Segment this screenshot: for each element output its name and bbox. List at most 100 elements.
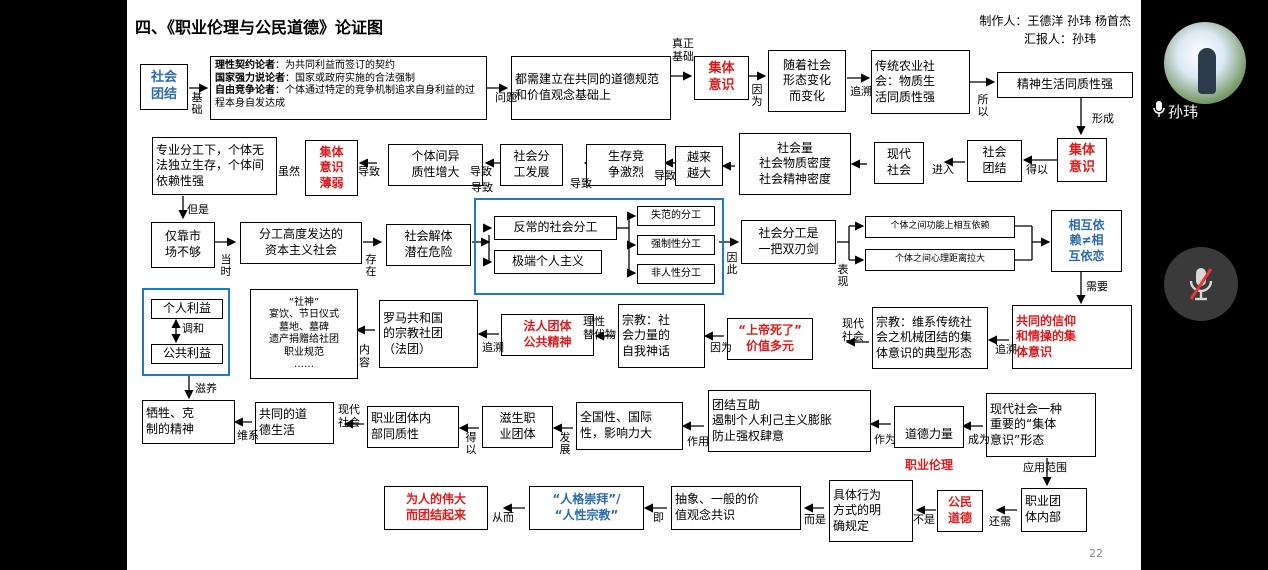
slide: 四、《职业伦理与公民道德》论证图 制作人：王德洋 孙玮 杨首杰 汇报人：孙玮 — [127, 0, 1141, 570]
label-maintain: 维系 — [236, 430, 260, 442]
node-collective-form: 现代社会一种 重要的“集体 意识”形态 — [986, 393, 1096, 457]
node-professional-groups: 滋生职 业团体 — [482, 406, 553, 448]
node-modern-society: 现代 社会 — [874, 142, 924, 184]
label-effect: 作用 — [686, 436, 710, 448]
label-as: 作为 — [873, 434, 897, 446]
mute-toggle-button[interactable] — [1164, 247, 1238, 321]
video-panel: 孙玮 — [1141, 0, 1268, 570]
node-religion-myth: 宗教：社 会力量的 自我神话 — [618, 304, 705, 368]
node-civic-morality: 公民 道德 — [937, 490, 983, 532]
label-because-2: 因为 — [709, 342, 733, 354]
node-traditional-agrarian: 传统农业社 会：物质生 活同质性强 — [871, 50, 970, 114]
label-forms: 形成 — [1092, 113, 1114, 126]
node-anomic-division: 反常的社会分工 — [494, 216, 617, 240]
node-profession-inner: 职业团 体内部 — [1021, 488, 1087, 532]
label-trace: 追溯 — [849, 86, 873, 98]
node-common-belief: 共同的信仰 和情操的集 体意识 — [1012, 305, 1132, 369]
node-psychological-distance: 个体之间心理距离拉大 — [865, 249, 1015, 271]
label-real-basis: 真正 基础 — [672, 38, 694, 63]
label-namely: 即 — [653, 512, 664, 525]
node-moral-force: 道德力量 职业伦理 — [894, 406, 964, 448]
node-human-worship: “人格崇拜”/ “人性宗教” — [529, 486, 644, 530]
label-nourish: 滋养 — [195, 383, 217, 396]
label-but-rather: 而是 — [804, 514, 826, 527]
label-content: 内 容 — [359, 344, 370, 369]
node-collective-weak: 集体 意识 薄弱 — [305, 140, 358, 196]
node-abstract-values: 抽象、一般的价 值观念共识 — [671, 486, 801, 530]
participant-name: 孙玮 — [1168, 101, 1198, 122]
node-collective-consciousness-1: 集体 意识 — [694, 56, 749, 100]
label-coordinate: 调和 — [182, 323, 204, 336]
node-god-is-dead: “上帝死了” 价值多元 — [727, 318, 813, 360]
node-nationwide-influence: 全国性、国际 性，影响力大 — [576, 402, 683, 450]
node-spiritual-homogeneity: 精神生活同质性强 — [997, 72, 1133, 98]
node-solidarity-mutual-aid: 团结互助 遏制个人利己主义膨胀 防止强权肆意 — [708, 390, 871, 452]
label-trace-3: 追溯 — [481, 342, 505, 354]
page-number: 22 — [1089, 547, 1103, 560]
label-lead: 导致 — [470, 166, 492, 179]
node-changes-with-society: 随着社会 形态变化 而变化 — [768, 50, 846, 112]
label-problem: 问题 — [493, 92, 519, 104]
label-enter: 进入 — [932, 164, 954, 177]
node-collegia-items: “社神” 宴饮、节日仪式 墓地、墓碑 遗产捐赠给社团 职业规范 …… — [250, 289, 358, 379]
microphone-muted-icon — [1187, 265, 1215, 307]
label-lead: 导致 — [358, 166, 380, 179]
participant-avatar[interactable] — [1164, 22, 1246, 104]
theory-line: 国家强力说论者：国家或政府实施的合法强制 — [215, 73, 482, 86]
label-manifest: 表现 — [837, 264, 849, 288]
label-need: 需要 — [1086, 281, 1108, 294]
node-disintegration-danger: 社会解体 潜在危险 — [386, 224, 471, 266]
node-bigger-and-bigger: 越来 越大 — [675, 146, 723, 186]
node-unite-for-humanity: 为人的伟大 而团结起来 — [384, 486, 488, 530]
label-modern-society: 现代 社会 — [842, 318, 864, 343]
node-nonpersonal-division: 非人性分工 — [637, 264, 715, 284]
moral-force-label: 道德力量 — [898, 427, 960, 443]
label-thus-2: 得以 — [465, 432, 477, 456]
label-lead: 导致 — [570, 178, 592, 191]
node-social-volume: 社会量 社会物质密度 社会精神密度 — [739, 133, 851, 195]
label-lead: 导致 — [471, 182, 493, 195]
node-shared-norms: 都需建立在共同的道德规范和价值观念基础上 — [511, 56, 671, 120]
label-trace-2: 追溯 — [994, 344, 1018, 356]
node-heterogeneity: 个体间异 质性增大 — [388, 144, 483, 186]
label-thus: 得以 — [1026, 164, 1048, 177]
label-but: 但是 — [187, 204, 209, 217]
node-concrete-rules: 具体行为 方式的明 确规定 — [829, 480, 913, 542]
label-also-need: 还需 — [989, 516, 1011, 529]
label-thereby: 从而 — [492, 512, 514, 525]
label-so: 所以 — [977, 94, 989, 118]
theory-line: 自由竞争论者：个体通过特定的竞争机制追求自身利益的过程本身自发达成 — [215, 85, 482, 110]
node-personal-interest: 个人利益 — [151, 299, 223, 319]
node-collective-consciousness-2: 集体 意识 — [1057, 138, 1107, 182]
node-specialization: 专业分工下，个体无法独立生存，个体间依赖性强 — [152, 137, 277, 195]
node-social-solidarity: 社会 团结 — [140, 64, 188, 110]
label-not: 不是 — [913, 514, 935, 527]
label-rational-substitute: 理性 替代物 — [583, 316, 616, 341]
label-modern-society-2: 现代 社会 — [338, 404, 360, 429]
node-profession-homogeneity: 职业团体内 部同质性 — [367, 406, 459, 448]
label-although: 虽然 — [278, 166, 300, 179]
node-anomie-division: 失范的分工 — [637, 206, 715, 226]
node-public-interest: 公共利益 — [151, 344, 223, 364]
label-because: 因为 — [751, 84, 763, 108]
participant-label: 孙玮 — [1153, 100, 1198, 122]
label-at-that-time: 当时 — [220, 254, 232, 278]
node-double-edged: 社会分工是 一把双刃剑 — [741, 220, 836, 264]
node-interdependence: 相互依 赖≠相 互依恋 — [1051, 210, 1122, 272]
node-religion-traditional: 宗教：维系传统社 会之机械团结的集 体意识的典型形态 — [872, 307, 988, 369]
label-basis: 基础 — [191, 92, 203, 116]
node-market-not-enough: 仅靠市 场不够 — [151, 222, 215, 268]
node-functional-dependence: 个体之间功能上相互依赖 — [865, 216, 1015, 238]
label-develop: 发展 — [559, 432, 571, 456]
node-forced-division: 强制性分工 — [637, 235, 715, 255]
node-extreme-individualism: 极端个人主义 — [494, 250, 602, 274]
label-exist: 存在 — [365, 254, 377, 278]
microphone-icon — [1153, 100, 1165, 122]
label-lead: 导致 — [654, 170, 676, 183]
theory-line: 理性契约论者：为共同利益而签订的契约 — [215, 60, 482, 73]
node-roman-collegia: 罗马共和国 的宗教社团 （法团） — [379, 300, 478, 368]
professional-ethics-label: 职业伦理 — [898, 458, 960, 474]
node-division-of-labor: 社会分 工发展 — [500, 144, 563, 186]
label-become: 成为 — [967, 434, 991, 446]
avatar-figure — [1198, 48, 1216, 94]
